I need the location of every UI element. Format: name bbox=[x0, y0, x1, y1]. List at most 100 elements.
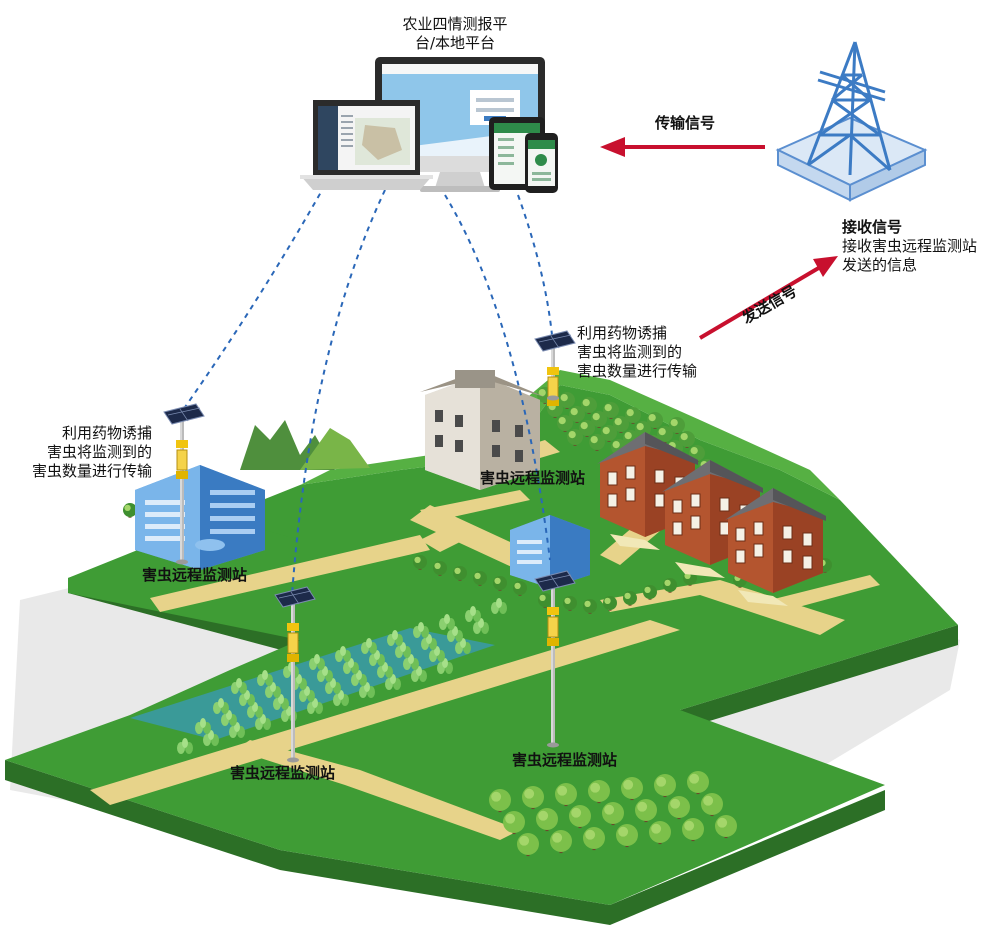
blue-office-building-left bbox=[135, 465, 265, 570]
crop-plant bbox=[403, 654, 419, 670]
station-label-bottom-left: 害虫远程监测站 bbox=[230, 764, 336, 782]
station-note-line2: 害虫将监测到的 bbox=[46, 443, 152, 461]
tree bbox=[589, 434, 605, 451]
tree bbox=[569, 406, 585, 423]
solar-panel bbox=[534, 330, 576, 352]
platform-title-line1: 农业四情测报平 bbox=[402, 15, 508, 33]
crop-plant bbox=[213, 698, 229, 714]
smartphone bbox=[525, 133, 558, 193]
beige-apartment-building bbox=[420, 370, 545, 490]
tree bbox=[489, 789, 511, 813]
tree bbox=[635, 421, 651, 438]
station-note-left: 利用药物诱捕 害虫将监测到的 害虫数量进行传输 bbox=[14, 424, 152, 481]
brick-houses bbox=[597, 432, 826, 606]
solar-panel bbox=[163, 403, 205, 425]
blue-office-building-center bbox=[510, 515, 590, 588]
crop-plant bbox=[257, 670, 273, 686]
tree bbox=[583, 827, 605, 851]
crop-plant bbox=[335, 646, 351, 662]
insect-trap-device bbox=[287, 623, 299, 662]
crop-field bbox=[130, 628, 495, 740]
tree bbox=[682, 818, 704, 842]
crop-plant bbox=[247, 702, 263, 718]
platform-title-line2: 台/本地平台 bbox=[414, 34, 496, 52]
platform-title: 农业四情测报平 台/本地平台 bbox=[393, 15, 517, 53]
monitoring-station bbox=[163, 403, 205, 565]
crop-plant bbox=[361, 638, 377, 654]
receiving-tower bbox=[775, 41, 928, 202]
tree bbox=[689, 445, 705, 462]
tree bbox=[473, 571, 487, 586]
station-label-center: 害虫远程监测站 bbox=[480, 469, 586, 487]
station-note-line1: 利用药物诱捕 bbox=[577, 324, 668, 342]
crop-plant bbox=[203, 730, 219, 746]
tree bbox=[522, 786, 544, 810]
crop-plant bbox=[429, 646, 445, 662]
monitoring-station-poles bbox=[163, 330, 576, 763]
tree bbox=[413, 555, 427, 570]
tree bbox=[613, 416, 629, 433]
crop-plant bbox=[437, 658, 453, 674]
tree bbox=[601, 425, 617, 442]
tree bbox=[550, 830, 572, 854]
tree bbox=[715, 815, 737, 839]
tree bbox=[649, 821, 671, 845]
tree bbox=[654, 774, 676, 798]
tree bbox=[647, 412, 663, 429]
monitoring-station bbox=[534, 570, 576, 748]
station-note-right: 利用药物诱捕 害虫将监测到的 害虫数量进行传输 bbox=[577, 324, 697, 381]
crop-plant bbox=[255, 714, 271, 730]
tree bbox=[643, 585, 657, 600]
tree bbox=[616, 824, 638, 848]
insect-trap-device bbox=[176, 440, 188, 479]
laptop bbox=[300, 100, 433, 190]
solar-panel bbox=[534, 570, 576, 592]
tree bbox=[536, 808, 558, 832]
tree bbox=[123, 503, 137, 518]
receiver-caption: 接收信号 接收害虫远程监测站 发送的信息 bbox=[842, 218, 977, 275]
tree bbox=[563, 596, 577, 611]
wireless-links bbox=[182, 184, 553, 596]
station-label-left: 害虫远程监测站 bbox=[142, 566, 248, 584]
tree bbox=[625, 407, 641, 424]
transmit-arrow bbox=[600, 137, 765, 157]
crop-plant bbox=[325, 678, 341, 694]
tree bbox=[513, 581, 527, 596]
station-note-line1: 利用药物诱捕 bbox=[61, 424, 152, 442]
tree bbox=[433, 561, 447, 576]
crop-plants bbox=[177, 598, 507, 754]
crop-plant bbox=[359, 682, 375, 698]
station-note-line3: 害虫数量进行传输 bbox=[577, 362, 698, 380]
receiver-title: 接收信号 bbox=[842, 218, 903, 236]
station-note-line2: 害虫将监测到的 bbox=[577, 343, 683, 361]
tree bbox=[557, 415, 573, 432]
tree bbox=[663, 578, 677, 593]
crop-plant bbox=[229, 722, 245, 738]
tree bbox=[591, 411, 607, 428]
mountains bbox=[240, 420, 370, 470]
platform-devices bbox=[300, 57, 558, 193]
tree bbox=[668, 796, 690, 820]
transmit-signal-label: 传输信号 bbox=[655, 114, 716, 132]
station-label-bottom-right: 害虫远程监测站 bbox=[512, 751, 618, 769]
receiver-desc-line1: 接收害虫远程监测站 bbox=[842, 237, 978, 255]
receiver-desc-line2: 发送的信息 bbox=[842, 256, 918, 274]
crop-plant bbox=[421, 634, 437, 650]
crop-plant bbox=[465, 606, 481, 622]
crop-plant bbox=[447, 626, 463, 642]
tree bbox=[538, 593, 552, 608]
tree bbox=[503, 811, 525, 835]
tree bbox=[583, 599, 597, 614]
crop-plant bbox=[309, 654, 325, 670]
tree bbox=[581, 397, 597, 414]
crop-plant bbox=[231, 678, 247, 694]
monitoring-station bbox=[274, 586, 316, 763]
station-note-line3: 害虫数量进行传输 bbox=[31, 462, 152, 480]
tree bbox=[687, 771, 709, 795]
tree bbox=[603, 596, 617, 611]
tree bbox=[635, 799, 657, 823]
insect-trap-device bbox=[547, 607, 559, 646]
tree bbox=[701, 793, 723, 817]
tree bbox=[579, 420, 595, 437]
